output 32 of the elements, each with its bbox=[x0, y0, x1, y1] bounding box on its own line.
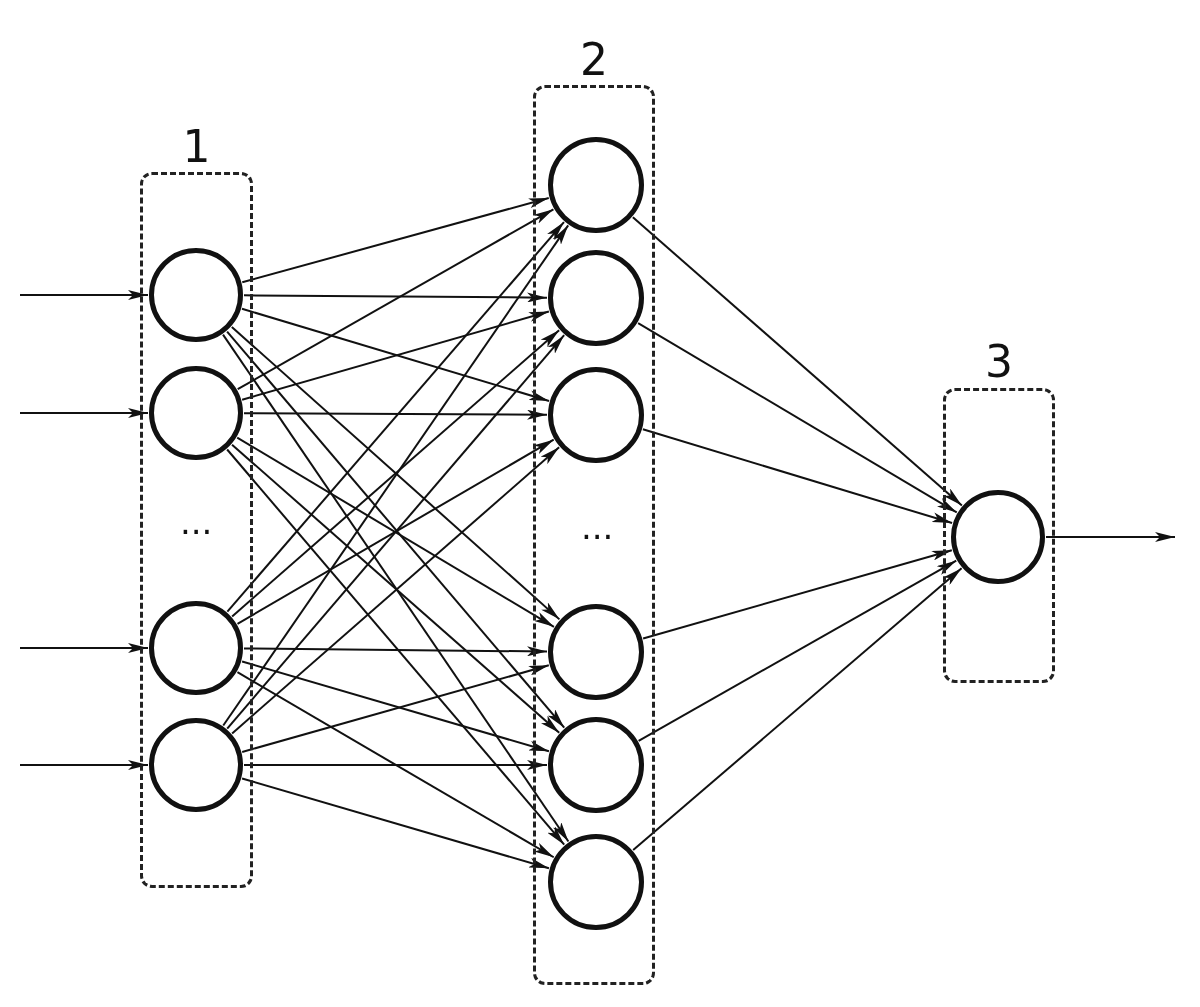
connection-arrow bbox=[236, 208, 555, 391]
neuron-circle bbox=[548, 834, 644, 930]
connection-arrow bbox=[226, 221, 565, 613]
neuron-circle bbox=[548, 250, 644, 346]
input-arrow bbox=[19, 643, 149, 653]
connection-arrow bbox=[222, 224, 570, 727]
connection-arrow bbox=[243, 409, 548, 420]
neuron-circle bbox=[548, 717, 644, 813]
connection-arrow bbox=[631, 216, 963, 507]
layer-number: 3 bbox=[985, 340, 1013, 384]
connection-arrow bbox=[236, 671, 555, 859]
ellipsis-text: ... bbox=[581, 510, 614, 544]
connection-arrow bbox=[241, 197, 550, 284]
ellipsis-text: ... bbox=[180, 505, 213, 539]
input-arrow bbox=[19, 290, 149, 300]
connection-arrow bbox=[222, 333, 570, 843]
connection-arrow bbox=[642, 549, 953, 640]
connection-arrow bbox=[632, 567, 963, 852]
layer-number: 1 bbox=[182, 125, 211, 169]
connection-arrow bbox=[243, 292, 548, 303]
input-arrow bbox=[19, 760, 149, 770]
connection-arrow bbox=[637, 322, 958, 514]
connection-arrow bbox=[243, 646, 548, 657]
neuron-circle bbox=[548, 137, 644, 233]
connection-arrow bbox=[641, 428, 954, 525]
connection-arrow bbox=[241, 777, 550, 870]
connection-arrow bbox=[226, 448, 566, 846]
input-arrow bbox=[19, 408, 149, 418]
connection-arrow bbox=[243, 760, 548, 770]
output-arrow bbox=[1045, 532, 1176, 542]
layer-number: 2 bbox=[580, 38, 608, 82]
connection-arrow bbox=[637, 559, 958, 742]
